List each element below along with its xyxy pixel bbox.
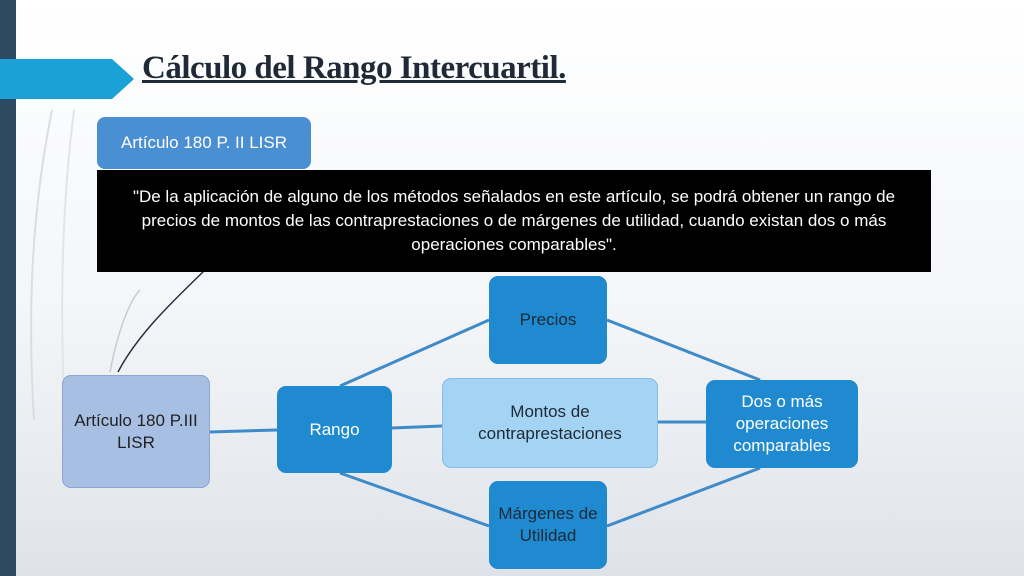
slide-title: Cálculo del Rango Intercuartil.: [142, 50, 566, 86]
quote-box: "De la aplicación de alguno de los métod…: [97, 170, 931, 272]
article-tag: Artículo 180 P. II LISR: [97, 117, 311, 169]
connector-rango-montos: [391, 424, 443, 430]
connector-precios-dos: [606, 318, 761, 382]
title-accent-bar: [0, 59, 112, 99]
node-precios: Precios: [489, 276, 607, 364]
node-margenes-utilidad: Márgenes de Utilidad: [489, 481, 607, 569]
connector-rango-margenes: [339, 471, 490, 528]
title-accent-arrow: [112, 59, 134, 99]
connector-rango-precios: [339, 318, 490, 388]
connector-articulo-rango: [209, 428, 278, 434]
connector-margenes-dos: [606, 466, 761, 528]
node-articulo-180-p3: Artículo 180 P.III LISR: [62, 375, 210, 488]
node-rango: Rango: [277, 386, 392, 473]
left-decor-strip: [0, 0, 16, 576]
node-dos-o-mas-operaciones: Dos o más operaciones comparables: [706, 380, 858, 468]
node-montos-contraprestaciones: Montos de contraprestaciones: [442, 378, 658, 468]
